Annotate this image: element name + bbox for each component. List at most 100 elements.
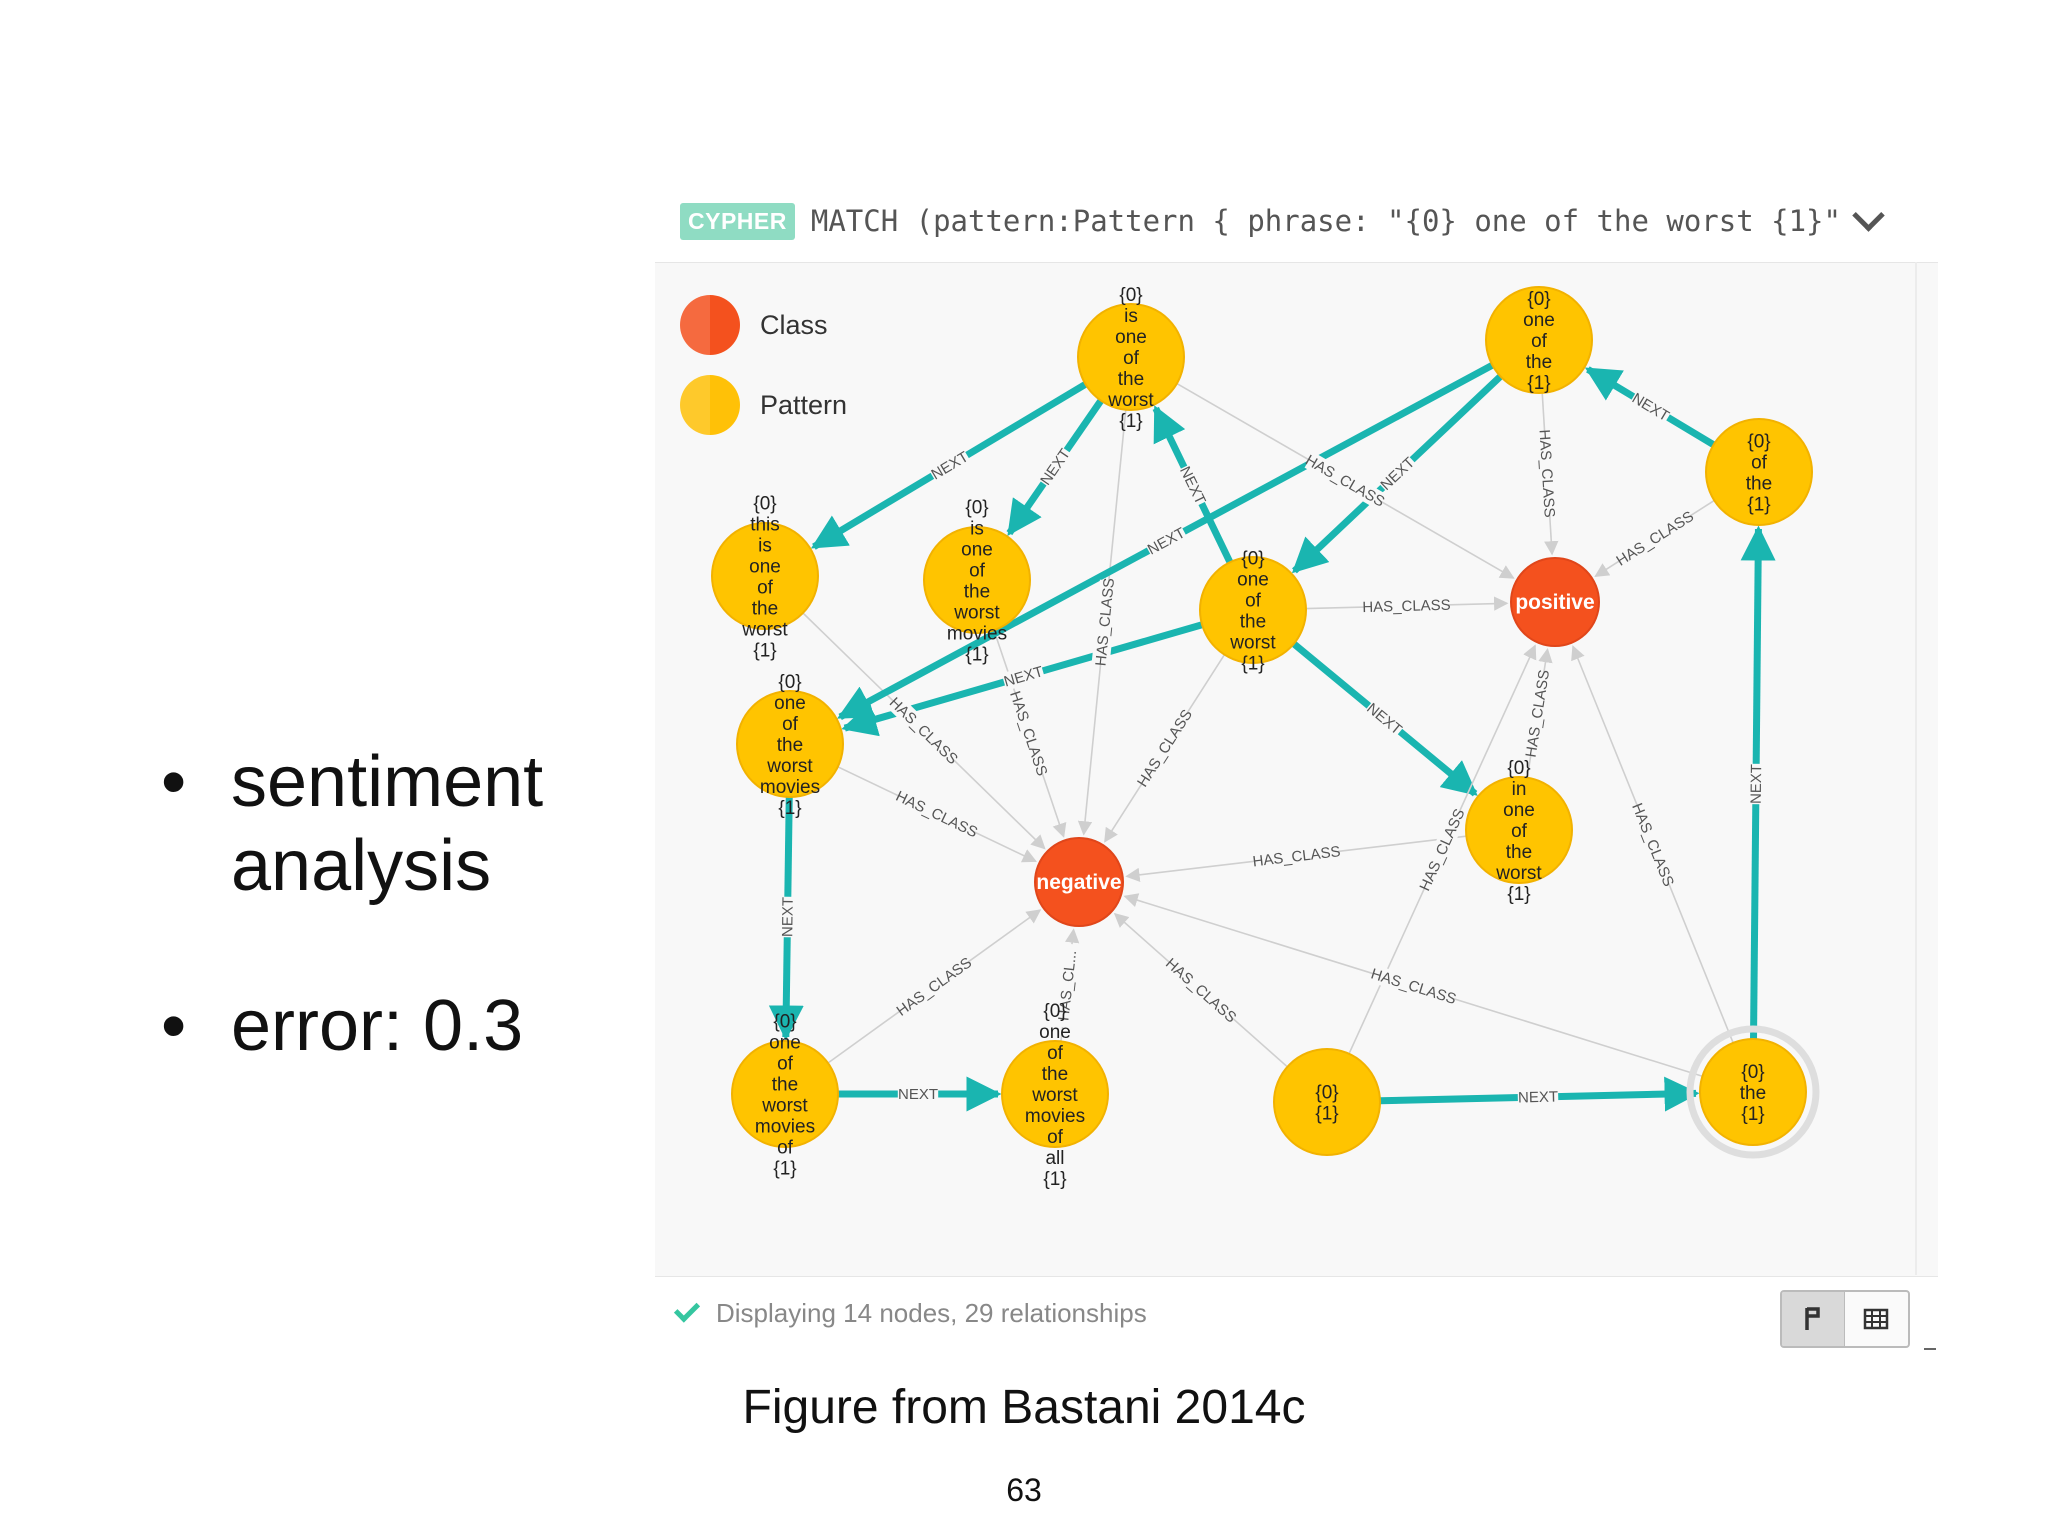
node-caption-line: of [1245,591,1262,612]
label-background [1416,808,1468,892]
relationship-label-text: NEXT [1145,525,1188,559]
relationship-label: HAS_CLASS [1302,452,1387,511]
node-caption-line: the [1526,352,1552,373]
status-bar: Displaying 14 nodes, 29 relationships [673,1296,1147,1329]
figure-caption: Figure from Bastani 2014c [742,1381,1306,1434]
cypher-query[interactable]: MATCH (pattern:Pattern { phrase: "{0} on… [810,204,1841,238]
label-background [1163,955,1239,1025]
relationship-label: NEXT [927,447,972,484]
legend-swatch-right [710,375,740,435]
relationship-label: NEXT [1175,463,1210,508]
node-circle [1699,1038,1807,1146]
node-caption-line: of [969,561,986,582]
label-background [1304,452,1386,510]
label-background [927,447,972,484]
relationship-label: HAS_CLASS [1613,508,1697,570]
relationship-label: HAS_CLASS [1369,965,1458,1008]
node-caption-line: the [1042,1064,1068,1085]
bullet-list: • sentiment analysis • error: 0.3 [155,740,595,1068]
legend-item-class[interactable]: Class [680,295,828,355]
node-caption-line: the [964,582,990,603]
node-caption-line: {1} [773,1159,796,1180]
node-caption-line: worst [1031,1085,1078,1106]
relationship-label-text: NEXT [1037,446,1074,489]
relationship-label: HAS_CLASS [1628,801,1677,889]
relationship-label-text: HAS_CLASS [1252,843,1342,870]
graph-view-icon [1805,1307,1820,1330]
relationship-label: HAS_CLASS [1416,806,1468,893]
class-node-negative[interactable]: negative [1034,837,1124,927]
node-caption-line: of [1751,453,1768,474]
relationship-label: HAS_CLASS [1362,595,1451,616]
label-background [897,1085,939,1103]
pattern-node[interactable]: {0}{1} [1273,1048,1381,1156]
relationship-label-text: HAS_CLASS [1523,669,1554,759]
node-caption-line: {1} [1747,495,1770,516]
node-caption-line: {0} [1741,1062,1764,1083]
relationship-label-text: HAS_CLASS [1369,965,1458,1008]
bullet-dot: • [161,742,187,822]
node-caption-line: {0} [1315,1083,1338,1104]
node-caption-line: all [1045,1148,1064,1169]
node-caption-line: is [970,519,984,540]
table-view-button[interactable] [1845,1292,1907,1346]
node-caption-line: of [757,578,774,599]
graph-view-button[interactable] [1782,1292,1845,1346]
legend-label: Pattern [760,390,847,420]
pattern-node[interactable]: {0}the{1} [1686,1025,1820,1159]
relationship-label-text: HAS_CLASS [893,788,980,841]
relationship-label: NEXT [897,1085,939,1103]
node-circle [923,526,1031,634]
label-background [1006,690,1051,776]
node-caption-line: {1} [1741,1104,1764,1125]
relationship-label-text: NEXT [898,1086,938,1103]
label-background [1053,943,1081,1028]
node-caption-line: one [1237,570,1269,591]
node-caption-line: the [1746,474,1772,495]
legend-item-pattern[interactable]: Pattern [680,375,847,435]
node-caption-line: one [1523,310,1555,331]
relationship-label-text: HAS_CLASS [1613,508,1697,570]
node-circle [711,522,819,630]
node-caption-line: the [1740,1083,1766,1104]
relationship-label: HAS_CLASS [894,954,976,1019]
class-node-positive[interactable]: positive [1510,557,1600,647]
relationship-label: NEXT [778,896,797,938]
node-caption-line: one [769,1033,801,1054]
relationship-label-text: HAS_CLASS [1134,707,1196,791]
node-caption-line: movies [760,777,820,798]
label-background [1134,708,1195,789]
node-caption-line: of [777,1138,794,1159]
node-caption-line: of [1531,331,1548,352]
node-caption-line: {0} [1241,549,1264,570]
node-caption-line: is [1124,306,1138,327]
label-background [1535,431,1559,516]
chevron-down-icon[interactable] [1852,198,1885,232]
node-caption-line: positive [1515,591,1594,614]
relationship-label-text: NEXT [1363,700,1405,739]
node-caption-line: the [777,735,803,756]
relationship-label-text: NEXT [1002,663,1045,690]
node-caption-line: is [758,536,772,557]
node-caption-line: of [777,1054,794,1075]
node-caption-line: one [749,557,781,578]
node-caption-line: of [1047,1043,1064,1064]
node-caption-line: {0} [753,494,776,515]
relationship-label-text: NEXT [779,897,797,937]
node-caption-line: the [1118,369,1144,390]
divider [1924,1348,1936,1350]
label-background [1371,965,1457,1008]
node-caption-line: {1} [1241,654,1264,675]
